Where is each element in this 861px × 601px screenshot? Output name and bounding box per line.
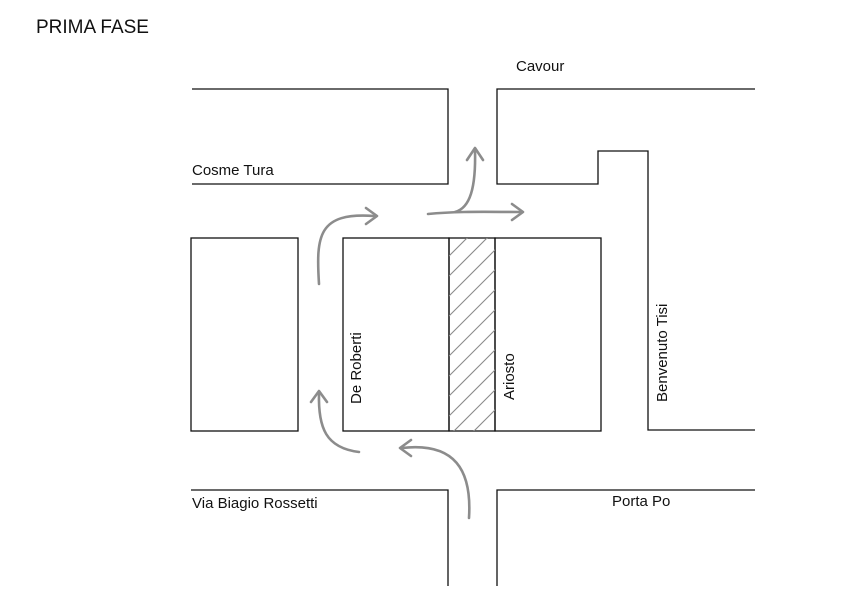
- street-label-ariosto: Ariosto: [501, 353, 518, 400]
- arrowhead-up-right-curve: [364, 206, 379, 226]
- hatching: [449, 238, 495, 431]
- arrowhead-turn-up: [465, 146, 485, 162]
- arrow-up-right-curve: [316, 214, 376, 286]
- street-label-benvenuto-tisi: Benvenuto Tisi: [654, 304, 671, 402]
- arrow-curve-up-left: [317, 391, 361, 454]
- block-top-left: [192, 88, 449, 185]
- block-middle-right: [494, 237, 602, 432]
- page-title: PRIMA FASE: [36, 17, 149, 38]
- arrowhead-bottom-entry-left: [398, 438, 413, 458]
- block-top-right: [496, 88, 755, 431]
- arrow-turn-up: [453, 148, 477, 214]
- arrowhead-straight-right: [510, 202, 525, 222]
- street-label-via-biagio-rossetti: Via Biagio Rossetti: [192, 495, 318, 512]
- block-bottom-left: [191, 489, 449, 586]
- arrowhead-curve-up-left: [309, 389, 329, 404]
- closed-street-section: [448, 237, 496, 432]
- street-label-cosme-tura: Cosme Tura: [192, 162, 274, 179]
- block-middle-left: [190, 237, 299, 432]
- arrow-bottom-entry-left: [400, 445, 471, 520]
- street-label-cavour: Cavour: [516, 58, 564, 75]
- street-label-de-roberti: De Roberti: [348, 332, 365, 404]
- arrow-straight-right: [426, 210, 523, 216]
- street-label-porta-po: Porta Po: [612, 493, 670, 510]
- block-bottom-right: [496, 489, 755, 586]
